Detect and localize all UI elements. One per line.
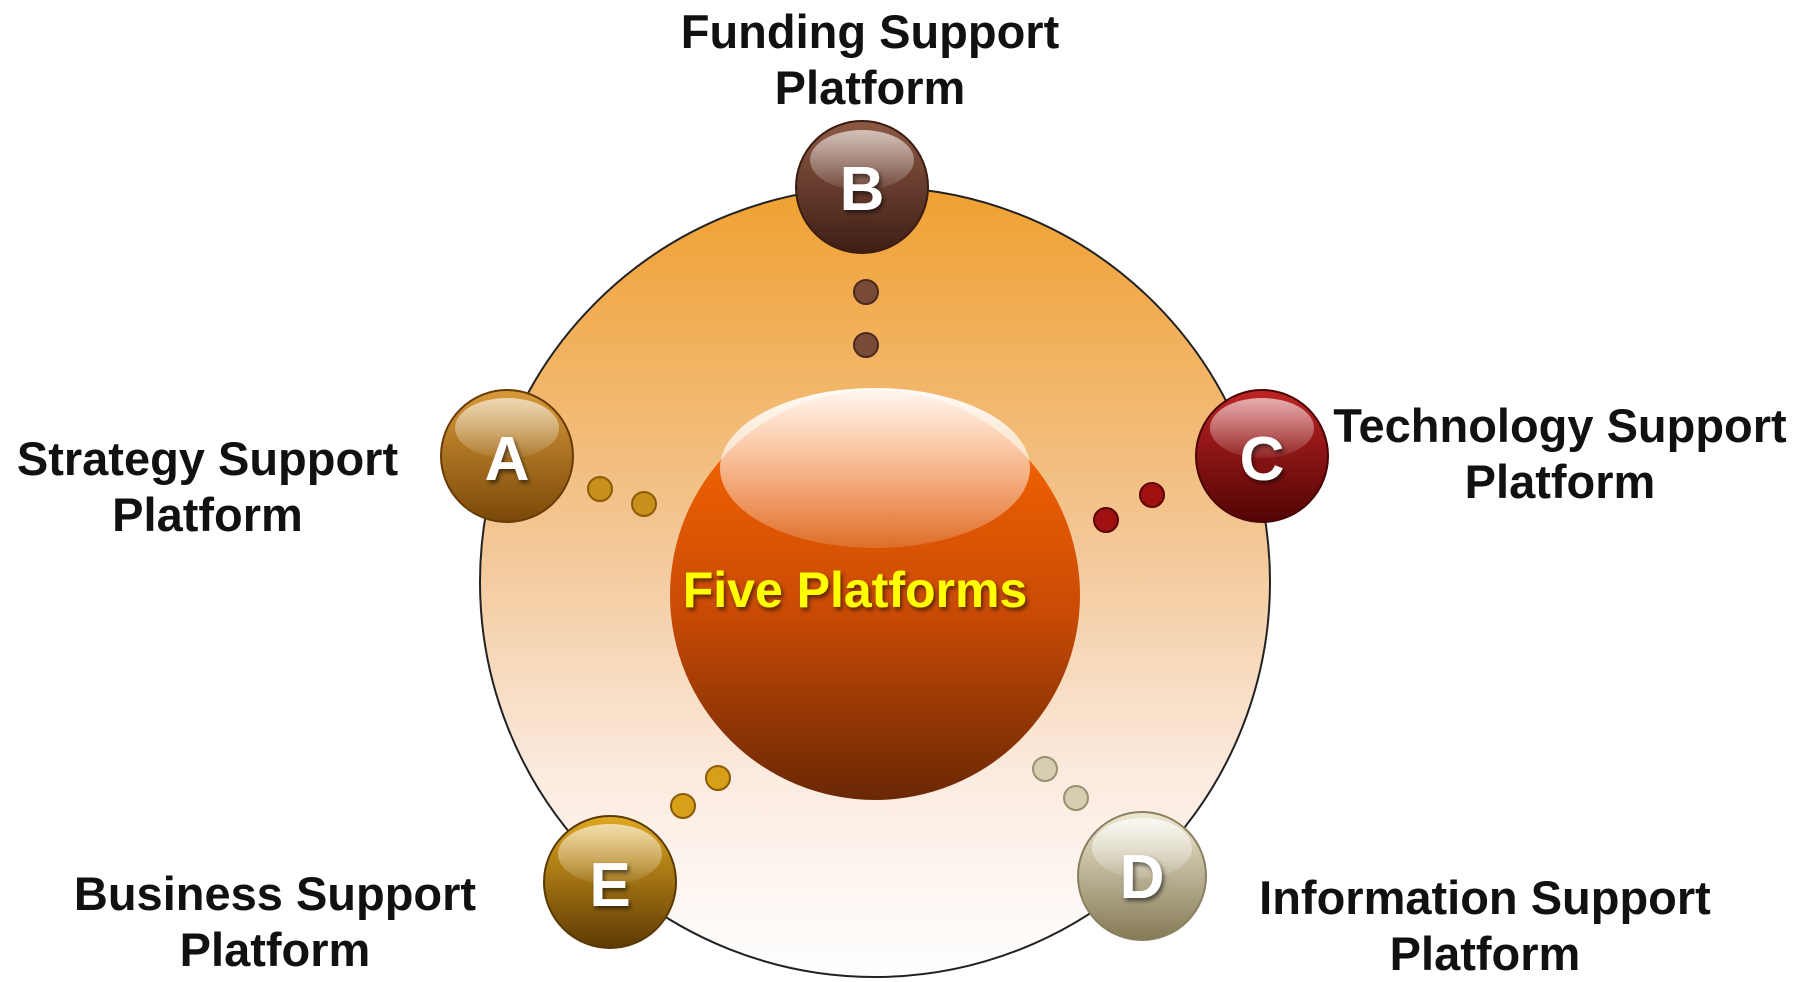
node-e-letter: E [589,851,630,920]
label-funding-support: Funding Support Platform [660,4,1080,116]
connector-dots-a [587,476,657,517]
center-label: Five Platforms [683,562,1028,618]
label-information-support: Information Support Platform [1245,870,1725,982]
label-e-line1: Business Support [73,867,477,920]
node-b: B [795,120,929,254]
label-business-support: Business Support Platform [55,866,495,978]
label-a-line2: Platform [112,488,303,541]
label-d-line1: Information Support [1259,871,1711,924]
label-a-line1: Strategy Support [16,432,399,485]
node-c: C [1195,389,1329,523]
node-a: A [440,389,574,523]
connector-dots-e [670,765,731,819]
label-b-line1: Funding Support [680,5,1060,58]
node-b-letter: B [840,155,885,224]
node-a-letter: A [485,425,530,494]
connector-dots-b [853,279,879,358]
node-e: E [543,815,677,949]
label-d-line2: Platform [1389,927,1581,980]
node-d-letter: D [1120,843,1165,912]
label-strategy-support: Strategy Support Platform [0,431,415,543]
center-sphere: Five Platforms [670,388,1080,800]
label-e-line2: Platform [179,923,371,976]
node-d: D [1077,811,1207,941]
label-technology-support: Technology Support Platform [1320,398,1800,510]
label-c-line1: Technology Support [1333,399,1787,452]
connector-dots-c [1093,482,1165,533]
node-c-letter: C [1240,425,1285,494]
label-c-line2: Platform [1464,455,1656,508]
connector-dots-d [1032,756,1089,811]
label-b-line2: Platform [774,61,966,114]
